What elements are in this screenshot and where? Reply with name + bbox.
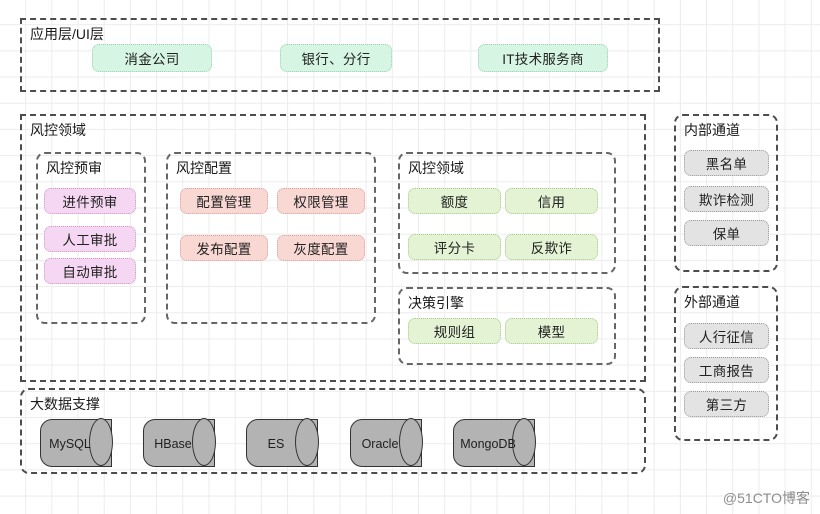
database-label: HBase — [154, 437, 192, 451]
tag-business-report[interactable]: 工商报告 — [684, 357, 769, 383]
tag-auto-approval[interactable]: 自动审批 — [44, 258, 136, 284]
tag-config-management[interactable]: 配置管理 — [180, 188, 268, 214]
database-cylinder-hbase[interactable]: HBase — [143, 418, 216, 467]
cylinder-cap — [191, 418, 216, 467]
group-title-decision-engine: 决策引擎 — [408, 295, 464, 311]
group-application-layer: 应用层/UI层 — [20, 18, 660, 92]
tag-application-pre-audit[interactable]: 进件预审 — [44, 188, 136, 214]
group-title-risk-domain: 风控领域 — [408, 160, 464, 176]
tag-insurance-policy[interactable]: 保单 — [684, 220, 769, 246]
group-title-risk-control-area: 风控领域 — [30, 122, 86, 138]
database-cylinder-oracle[interactable]: Oracle — [350, 418, 423, 467]
tag-blacklist[interactable]: 黑名单 — [684, 150, 769, 176]
group-title-big-data-support: 大数据支撑 — [30, 396, 100, 412]
group-title-internal-channel: 内部通道 — [684, 122, 740, 138]
tag-permission-management[interactable]: 权限管理 — [277, 188, 365, 214]
tag-consumer-finance-company[interactable]: 消金公司 — [92, 44, 212, 72]
tag-bank-branch[interactable]: 银行、分行 — [280, 44, 392, 72]
database-cylinder-mysql[interactable]: MySQL — [40, 418, 113, 467]
tag-credit-limit[interactable]: 额度 — [408, 188, 501, 214]
group-big-data-support: 大数据支撑 — [20, 388, 646, 474]
watermark: @51CTO博客 — [722, 490, 810, 506]
database-cylinder-mongodb[interactable]: MongoDB — [453, 418, 536, 467]
group-risk-domain: 风控领域 — [398, 152, 616, 274]
group-risk-config: 风控配置 — [166, 152, 376, 324]
tag-third-party[interactable]: 第三方 — [684, 391, 769, 417]
tag-it-service-provider[interactable]: IT技术服务商 — [478, 44, 608, 72]
tag-scorecard[interactable]: 评分卡 — [408, 234, 501, 260]
tag-release-config[interactable]: 发布配置 — [180, 235, 268, 261]
tag-rule-group[interactable]: 规则组 — [408, 318, 501, 344]
group-title-external-channel: 外部通道 — [684, 294, 740, 310]
database-label: ES — [267, 437, 285, 451]
group-title-risk-config: 风控配置 — [176, 160, 232, 176]
group-decision-engine: 决策引擎 — [398, 287, 616, 365]
tag-gray-release-config[interactable]: 灰度配置 — [277, 235, 365, 261]
cylinder-cap — [511, 418, 536, 467]
cylinder-cap — [294, 418, 319, 467]
database-label: MongoDB — [460, 437, 516, 451]
group-title-application-layer: 应用层/UI层 — [30, 26, 104, 42]
tag-pboc-credit-report[interactable]: 人行征信 — [684, 323, 769, 349]
database-label: MySQL — [49, 437, 91, 451]
group-title-risk-pre-audit: 风控预审 — [46, 160, 102, 176]
tag-credit[interactable]: 信用 — [505, 188, 598, 214]
group-risk-control-area: 风控领域 — [20, 114, 646, 382]
cylinder-cap — [88, 418, 113, 467]
tag-manual-approval[interactable]: 人工审批 — [44, 226, 136, 252]
group-internal-channel: 内部通道 — [674, 114, 778, 272]
tag-model[interactable]: 模型 — [505, 318, 598, 344]
database-label: Oracle — [361, 437, 399, 451]
tag-anti-fraud[interactable]: 反欺诈 — [505, 234, 598, 260]
group-risk-pre-audit: 风控预审 — [36, 152, 146, 324]
group-external-channel: 外部通道 — [674, 286, 778, 441]
tag-fraud-detection[interactable]: 欺诈检测 — [684, 186, 769, 212]
cylinder-cap — [398, 418, 423, 467]
database-cylinder-es[interactable]: ES — [246, 418, 319, 467]
